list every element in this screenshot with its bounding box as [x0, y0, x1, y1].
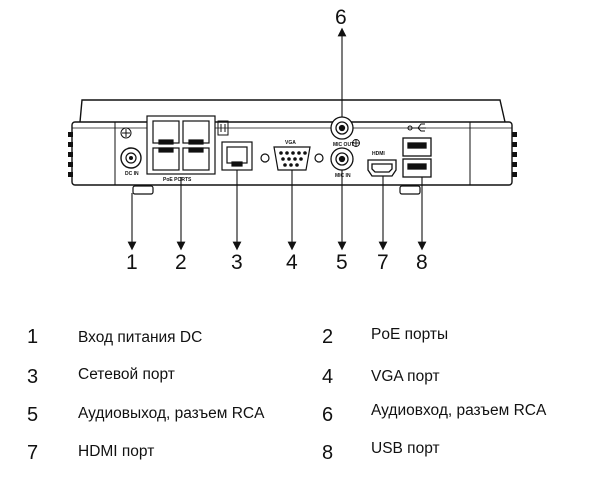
legend-text-1: Вход питания DC — [78, 329, 203, 346]
legend-num-3: 3 — [27, 366, 39, 388]
usb-symbol-icon — [407, 123, 426, 132]
hdmi-label: HDMI — [372, 151, 385, 157]
legend-text-7: HDMI порт — [78, 443, 155, 460]
callout-8: 8 — [416, 251, 428, 274]
side-vents-left — [68, 132, 73, 177]
hdmi-port — [367, 159, 397, 177]
dc-in-label: DC IN — [125, 171, 139, 177]
callout-5: 5 — [336, 251, 348, 274]
callout-1: 1 — [126, 251, 138, 274]
legend-num-1: 1 — [27, 326, 39, 348]
vga-port — [260, 146, 324, 171]
legend-text-2: PoE порты — [371, 326, 449, 343]
side-vents-right — [512, 132, 517, 177]
callout-2: 2 — [175, 251, 187, 274]
poe-ports-label: PoE PORTS — [163, 177, 192, 183]
legend-num-8: 8 — [322, 442, 334, 464]
legend-row: 5 Аудиовыход, разъем RCA 6 Аудиовход, ра… — [0, 402, 600, 434]
legend-text-8: USB порт — [371, 440, 440, 457]
nvr-rear-panel-diagram: DC IN PoE PORTS — [68, 6, 517, 274]
legend-num-6: 6 — [322, 404, 334, 426]
legend-text-4: VGA порт — [371, 368, 440, 385]
legend-text-6: Аудиовход, разъем RCA — [371, 402, 547, 419]
vga-label: VGA — [285, 140, 296, 146]
network-port — [221, 141, 253, 171]
legend-num-4: 4 — [322, 366, 334, 388]
legend-num-2: 2 — [322, 326, 334, 348]
legend-row: 1 Вход питания DC 2 PoE порты — [0, 326, 600, 356]
ground-screw-icon — [120, 127, 132, 139]
legend-num-7: 7 — [27, 442, 39, 464]
poe-ports-block — [146, 115, 216, 175]
callout-3: 3 — [231, 251, 243, 274]
legend-num-5: 5 — [27, 404, 39, 426]
mic-in-label: MIC IN — [335, 173, 351, 179]
dip-switch — [217, 120, 229, 136]
legend-row: 7 HDMI порт 8 USB порт — [0, 440, 600, 472]
audio-in-rca-port — [330, 147, 354, 171]
dc-power-port — [120, 147, 142, 169]
leader-lines — [127, 27, 427, 251]
legend-text-5: Аудиовыход, разъем RCA — [78, 405, 265, 422]
audio-out-rca-port — [330, 116, 354, 140]
callout-4: 4 — [286, 251, 298, 274]
legend-row: 3 Сетевой порт 4 VGA порт — [0, 366, 600, 396]
usb-ports — [402, 137, 432, 178]
mic-out-label: MIC OUT — [333, 142, 354, 148]
audio-out-symbol-icon — [352, 139, 360, 147]
callout-6: 6 — [335, 6, 347, 29]
callout-7: 7 — [377, 251, 389, 274]
device-feet — [132, 185, 421, 195]
legend-text-3: Сетевой порт — [78, 366, 175, 383]
